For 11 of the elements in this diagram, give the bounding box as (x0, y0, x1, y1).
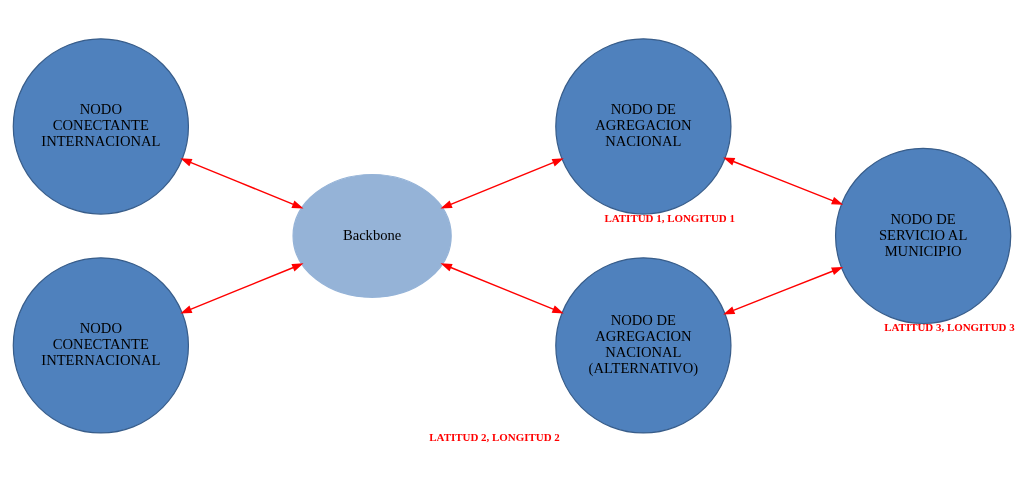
node-circle: NODO DE SERVICIO AL MUNICIPIO (834, 147, 1012, 324)
arrow (180, 157, 304, 208)
arrow (723, 156, 844, 205)
arrow (180, 262, 304, 314)
arrow (440, 157, 564, 209)
node-circle: NODO DE AGREGACION NACIONAL (555, 37, 732, 215)
node-circle: NODO CONECTANTE INTERNACIONAL (12, 37, 190, 215)
arrow (723, 266, 844, 314)
node-circle: NODO DE AGREGACION NACIONAL (ALTERNATIVO) (555, 256, 732, 434)
arrow (440, 262, 564, 313)
node-circle: NODO CONECTANTE INTERNACIONAL (12, 256, 190, 434)
